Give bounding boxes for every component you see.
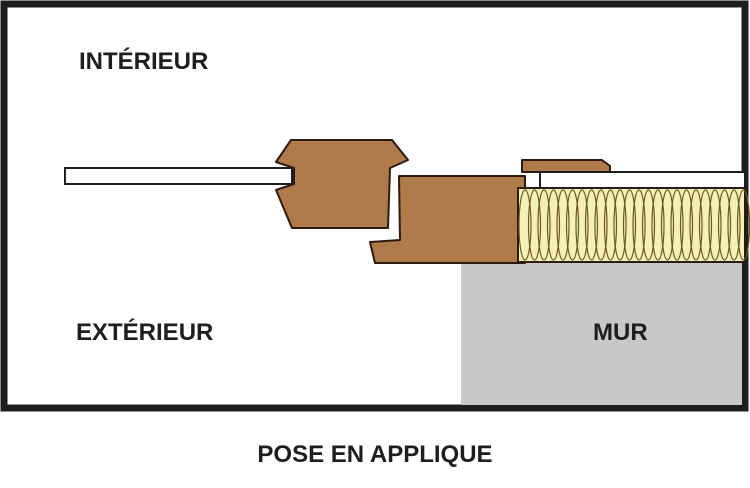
interior-label: INTÉRIEUR bbox=[79, 47, 208, 75]
insulation-loop bbox=[727, 189, 741, 261]
plaster-board bbox=[539, 171, 746, 189]
insulation-loop bbox=[603, 189, 618, 261]
diagram-caption: POSE EN APPLIQUE bbox=[257, 441, 492, 468]
insulation-loop bbox=[518, 189, 532, 261]
insulation-loop bbox=[613, 189, 627, 261]
insulation-loop bbox=[622, 189, 637, 261]
insulation-loop bbox=[527, 189, 542, 261]
insulation-loop bbox=[717, 189, 732, 261]
insulation-loop bbox=[670, 189, 684, 261]
insulation-loop bbox=[698, 189, 713, 261]
insulation-loop bbox=[537, 189, 551, 261]
insulation-loop bbox=[556, 189, 570, 261]
exterior-label: EXTÉRIEUR bbox=[76, 318, 213, 346]
insulation-loop bbox=[546, 189, 561, 261]
insulation-loop bbox=[708, 189, 722, 261]
insulation-loop bbox=[594, 189, 608, 261]
insulation-loop bbox=[584, 189, 599, 261]
insulation-loop bbox=[641, 189, 656, 261]
insulation-loop bbox=[679, 189, 694, 261]
insulation-loop bbox=[632, 189, 646, 261]
insulation-loop bbox=[660, 189, 675, 261]
insulation-layer bbox=[517, 187, 750, 263]
lining-profile bbox=[521, 159, 611, 173]
glass-panel bbox=[64, 167, 293, 185]
insulation-loop bbox=[575, 189, 589, 261]
wall-block bbox=[461, 262, 742, 405]
frame-profile bbox=[369, 175, 526, 264]
wall-label: MUR bbox=[593, 319, 648, 346]
sash-profile bbox=[275, 139, 409, 229]
insulation-loop bbox=[689, 189, 703, 261]
insulation-loop bbox=[651, 189, 665, 261]
insulation-loop bbox=[565, 189, 580, 261]
